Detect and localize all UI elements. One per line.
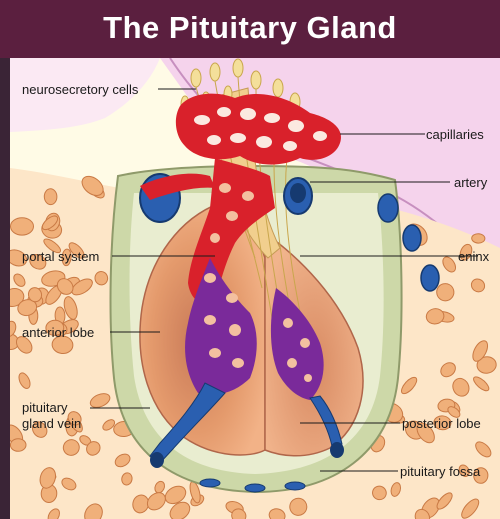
bone-fragment [10, 439, 26, 452]
label-meninx: eninx [458, 249, 489, 264]
label-artery: artery [454, 175, 487, 190]
bone-fragment [472, 233, 486, 243]
label-pituitary-gland-vein-line1: pituitary [22, 400, 68, 415]
label-portal-system: portal system [22, 249, 99, 264]
label-anterior-lobe: anterior lobe [22, 325, 94, 340]
label-pituitary-fossa: pituitary fossa [400, 464, 480, 479]
title-bar: The Pituitary Gland [0, 0, 500, 58]
artery-right [284, 178, 312, 214]
label-capillaries: capillaries [426, 127, 484, 142]
diagram-panel: neurosecretory cells capillaries artery … [10, 58, 500, 519]
label-posterior-lobe: posterior lobe [402, 416, 481, 431]
bone-fragment [44, 189, 57, 205]
bone-fragment [11, 218, 34, 235]
label-pituitary-gland-vein-line2: gland vein [22, 416, 81, 431]
page-title: The Pituitary Gland [0, 10, 500, 46]
label-neurosecretory-cells: neurosecretory cells [22, 82, 138, 97]
